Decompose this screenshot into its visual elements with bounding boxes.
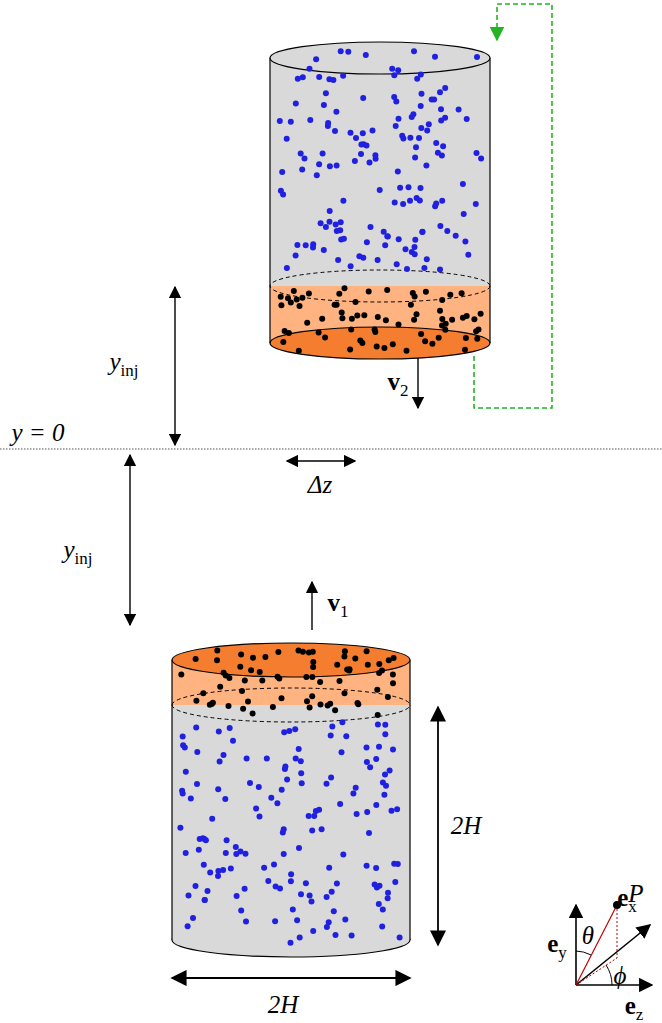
dimension-arrow	[172, 977, 410, 979]
axis-label: y = 0	[12, 420, 65, 445]
dimension-arrow	[437, 707, 439, 945]
angle-label: ϕ	[614, 963, 627, 988]
dimension-label: Δz	[308, 472, 332, 497]
dimension-label: 2H	[268, 992, 299, 1017]
dimension-arrow	[287, 460, 355, 461]
dimension-arrow	[174, 287, 175, 445]
upper-cylinder	[270, 42, 490, 359]
axis-label: ez	[625, 993, 644, 1023]
dimension-arrow	[129, 455, 130, 625]
dimension-label: yinj	[63, 537, 92, 567]
velocity-label: v1	[328, 590, 349, 620]
axis-label: ex	[617, 885, 637, 915]
velocity-arrow	[417, 358, 418, 408]
velocity-label: v2	[388, 369, 409, 399]
dimension-label: 2H	[451, 813, 482, 838]
angle-label: θ	[582, 923, 594, 948]
dimension-label: yinj	[109, 349, 138, 379]
velocity-arrow	[311, 582, 312, 630]
reference-line	[0, 449, 662, 450]
recirculation-path	[474, 4, 552, 408]
lower-cylinder	[172, 643, 410, 957]
axis-label: ey	[547, 931, 567, 961]
